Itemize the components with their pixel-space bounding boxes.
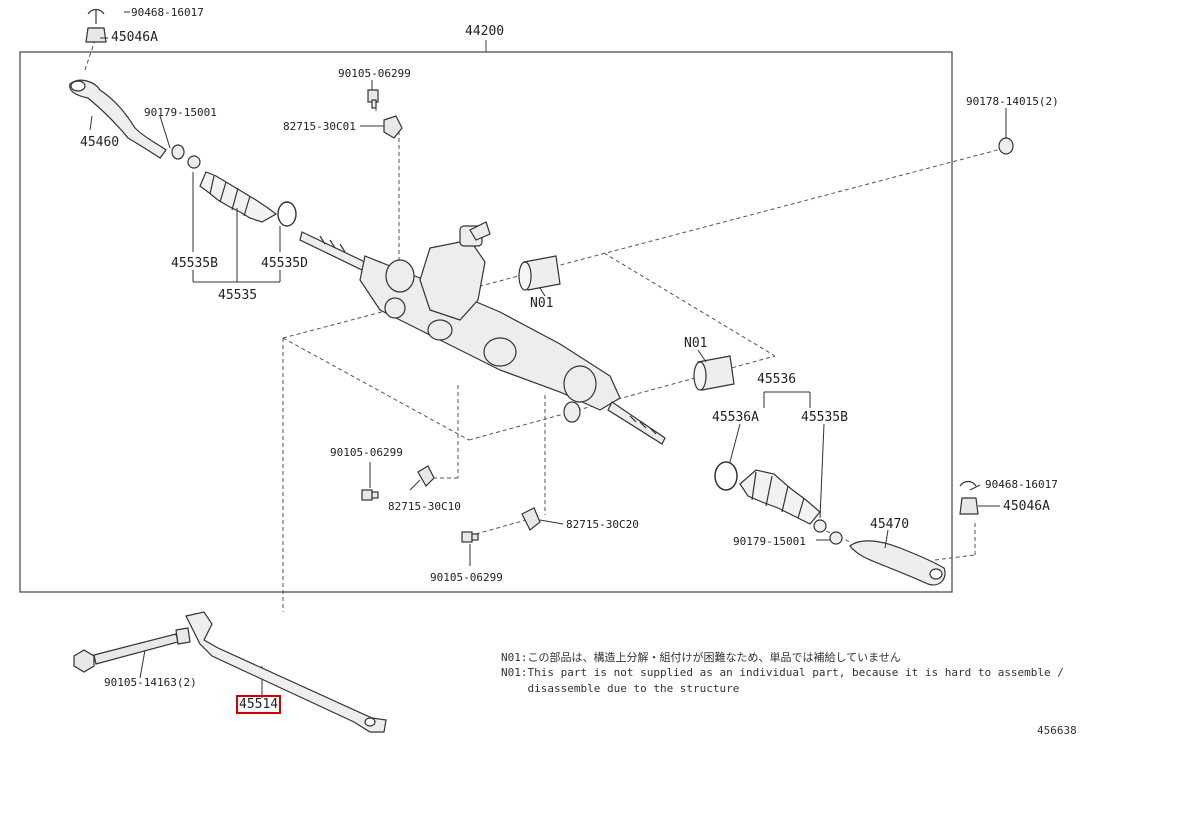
bracket-45535 (192, 172, 281, 283)
label-45470: 45470 (870, 517, 910, 532)
nut-right (829, 531, 843, 545)
steering-rack-body (299, 221, 666, 445)
tie-rod-end-left (69, 79, 167, 159)
label-n01-lower: N01 (684, 336, 708, 351)
label-45535: 45535 (218, 288, 258, 303)
note-n01-japanese: N01:この部品は、構造上分解・組付けが困難なため、単品では補給していません (501, 651, 901, 664)
note-n01-english-2: disassemble due to the structure (501, 682, 740, 695)
label-45536: 45536 (757, 372, 797, 387)
label-82715-c01: 82715-30C01 (283, 120, 356, 133)
long-bolt-90105-14163 (73, 627, 191, 673)
label-90468-top: 90468-16017 (131, 6, 204, 19)
brace-45514 (185, 611, 387, 733)
label-45460: 45460 (80, 135, 120, 150)
label-82715-c10: 82715-30C10 (388, 500, 461, 513)
label-90105-14163: 90105-14163(2) (104, 676, 197, 689)
label-90468-right: 90468-16017 (985, 478, 1058, 491)
washer-right (813, 519, 827, 533)
leader-lines (89, 11, 1007, 698)
label-45535b-right: 45535B (801, 410, 848, 425)
bushing-n01-upper (518, 255, 561, 291)
figure-number: 456638 (1037, 724, 1077, 737)
clamp-45535d (277, 201, 297, 227)
label-45536a: 45536A (712, 410, 759, 425)
clamp-82715-c10 (417, 465, 435, 487)
label-45046a-top: 45046A (111, 30, 158, 45)
nut-90178 (998, 137, 1014, 155)
label-44200: 44200 (465, 24, 505, 39)
castle-nut-right (959, 480, 979, 515)
boot-left (199, 171, 278, 223)
label-90179-left: 90179-15001 (144, 106, 217, 119)
clamp-82715-c20 (521, 507, 541, 531)
label-45046a-right: 45046A (1003, 499, 1050, 514)
label-90105-top: 90105-06299 (338, 67, 411, 80)
label-45535b-left: 45535B (171, 256, 218, 271)
note-n01-english-1: N01:This part is not supplied as an indi… (501, 666, 1064, 679)
bolt-bottom-90105 (461, 531, 479, 543)
left-small-parts (171, 144, 201, 169)
label-45535d: 45535D (261, 256, 308, 271)
castle-nut-top (85, 8, 107, 43)
label-82715-c20: 82715-30C20 (566, 518, 639, 531)
clamp-82715-c01 (383, 115, 403, 139)
clamp-ring-right (714, 461, 738, 491)
label-45514-highlighted[interactable]: 45514 (235, 695, 282, 714)
boot-right (739, 469, 821, 525)
dashed-guides (84, 39, 1006, 612)
label-90179-right: 90179-15001 (733, 535, 806, 548)
tie-rod-end-right (849, 540, 946, 586)
label-90178: 90178-14015(2) (966, 95, 1059, 108)
label-90105-bot: 90105-06299 (430, 571, 503, 584)
label-n01-upper: N01 (530, 296, 554, 311)
bolt-top-90105 (367, 89, 379, 109)
bolt-mid-90105 (361, 489, 379, 501)
bushing-n01-lower (693, 355, 735, 391)
label-90105-mid: 90105-06299 (330, 446, 403, 459)
